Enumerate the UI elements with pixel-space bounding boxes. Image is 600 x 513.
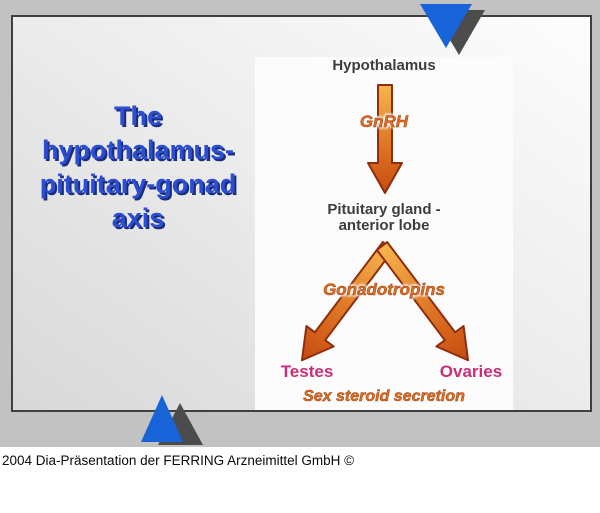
hypothalamus-label: Hypothalamus [332, 57, 436, 74]
slide-title: The hypothalamus- pituitary-gonad axis [12, 99, 264, 235]
ovaries-label: Ovaries [439, 362, 503, 381]
slide-title-line-4: axis [111, 203, 165, 233]
slide-title-line-2: hypothalamus- [41, 135, 235, 165]
slide-title-line-3: pituitary-gonad [39, 169, 237, 199]
slide-title-line-1: The [113, 101, 162, 131]
sex-steroid-secretion-label: Sex steroid secretion [303, 388, 465, 406]
pituitary-label-line-1: Pituitary gland - [327, 201, 441, 218]
footer-background [0, 447, 600, 513]
gonadotropins-label: Gonadotropins [323, 280, 445, 300]
decoration-triangle-bottom-icon [141, 395, 203, 445]
gonadotropins-right-arrow [375, 241, 470, 362]
gnrh-arrow [367, 84, 403, 194]
axis-diagram-panel: Hypothalamus GnRH Pituitary gland - ante… [255, 57, 513, 410]
testes-label: Testes [280, 362, 334, 381]
pituitary-label: Pituitary gland - anterior lobe [255, 202, 513, 234]
pituitary-label-line-2: anterior lobe [338, 217, 430, 234]
diagram-arrows [300, 84, 470, 362]
gnrh-label: GnRH [359, 112, 409, 132]
gonadotropins-left-arrow [300, 241, 395, 362]
decoration-triangle-top-icon [420, 4, 485, 55]
copyright-footer: 2004 Dia-Präsentation der FERRING Arznei… [2, 453, 355, 468]
